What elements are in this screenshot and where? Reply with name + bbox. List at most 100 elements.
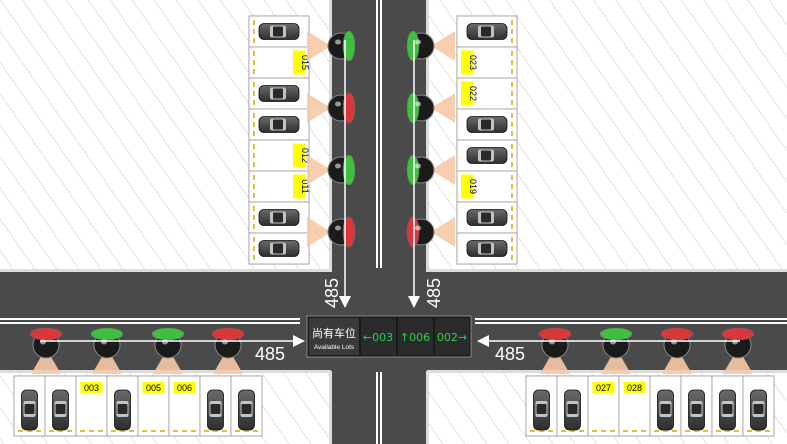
parked-car-icon bbox=[466, 147, 508, 164]
parked-car-icon bbox=[52, 389, 69, 431]
lot-indicators bbox=[29, 30, 755, 374]
svg-text:019: 019 bbox=[468, 179, 478, 194]
indicator-light-icon bbox=[721, 327, 755, 374]
parking-row-bottom-right: 027 028 bbox=[525, 375, 775, 437]
parking-space bbox=[456, 108, 518, 141]
parking-space: 023 bbox=[456, 46, 518, 79]
sign-title-panel bbox=[309, 318, 359, 355]
parking-space bbox=[742, 375, 775, 437]
parked-car-icon bbox=[238, 389, 255, 431]
parked-car-icon bbox=[207, 389, 224, 431]
parking-space bbox=[106, 375, 139, 437]
space-number-label: 011 bbox=[293, 174, 310, 199]
indicator-light-icon bbox=[660, 327, 694, 374]
svg-text:012: 012 bbox=[300, 148, 310, 163]
parking-space bbox=[44, 375, 77, 437]
sign-panel-middle: ↑006 bbox=[400, 331, 430, 344]
cable-label-top-right: 485 bbox=[424, 278, 444, 308]
parking-space bbox=[248, 108, 310, 141]
indicator-light-icon bbox=[307, 216, 356, 248]
cable-label-top-left: 485 bbox=[322, 278, 342, 308]
parked-car-icon bbox=[258, 85, 300, 102]
parking-space: 022 bbox=[456, 77, 518, 110]
parking-space: 015 bbox=[248, 46, 310, 79]
space-number-label: 015 bbox=[293, 50, 310, 75]
svg-text:022: 022 bbox=[468, 86, 478, 101]
indicator-light-icon bbox=[307, 30, 356, 62]
sign-panel-right: 002→ bbox=[437, 331, 467, 344]
parking-space: 019 bbox=[456, 170, 518, 203]
parking-space: 012 bbox=[248, 139, 310, 172]
parking-space: 027 bbox=[587, 375, 620, 437]
svg-text:028: 028 bbox=[627, 383, 642, 393]
sign-title-cn: 尚有车位 bbox=[312, 326, 356, 340]
parking-space bbox=[248, 232, 310, 265]
indicator-light-icon bbox=[307, 92, 356, 124]
parked-car-icon bbox=[533, 389, 550, 431]
parked-car-icon bbox=[657, 389, 674, 431]
parking-space bbox=[248, 201, 310, 234]
indicator-light-icon bbox=[90, 327, 124, 374]
parked-car-icon bbox=[719, 389, 736, 431]
sign-panel-right-bg bbox=[435, 318, 469, 355]
guidance-sign: 尚有车位 Available Lots ←003 ↑006 002→ bbox=[306, 315, 472, 358]
indicator-light-icon bbox=[29, 327, 63, 374]
parking-space bbox=[556, 375, 589, 437]
parking-space: 028 bbox=[618, 375, 651, 437]
svg-text:015: 015 bbox=[300, 55, 310, 70]
parking-space: 006 bbox=[168, 375, 201, 437]
indicator-light-icon bbox=[211, 327, 245, 374]
parking-space bbox=[230, 375, 263, 437]
indicator-light-icon bbox=[151, 327, 185, 374]
parked-car-icon bbox=[114, 389, 131, 431]
parking-space bbox=[248, 15, 310, 48]
parking-space bbox=[649, 375, 682, 437]
parked-car-icon bbox=[258, 240, 300, 257]
space-number-label: 012 bbox=[293, 143, 310, 168]
sign-panel-middle-bg bbox=[398, 318, 433, 355]
parking-space bbox=[248, 77, 310, 110]
svg-text:023: 023 bbox=[468, 55, 478, 70]
indicator-light-icon bbox=[599, 327, 633, 374]
parked-car-icon bbox=[466, 116, 508, 133]
parked-car-icon bbox=[21, 389, 38, 431]
parked-car-icon bbox=[466, 240, 508, 257]
parking-row-bottom-left: 003 005 006 bbox=[13, 375, 263, 437]
space-number-label: 006 bbox=[173, 382, 196, 393]
parking-space: 003 bbox=[75, 375, 108, 437]
sign-panel-left: ←003 bbox=[363, 331, 393, 344]
parking-space bbox=[456, 15, 518, 48]
parked-car-icon bbox=[750, 389, 767, 431]
parking-space bbox=[525, 375, 558, 437]
space-number-label: 003 bbox=[80, 382, 103, 393]
parking-space bbox=[456, 201, 518, 234]
parking-space bbox=[711, 375, 744, 437]
cable-label-left: 485 bbox=[255, 344, 285, 364]
parking-space: 005 bbox=[137, 375, 170, 437]
parked-car-icon bbox=[564, 389, 581, 431]
parked-car-icon bbox=[258, 209, 300, 226]
parking-row-top-right: 023 022 019 bbox=[456, 15, 518, 265]
space-number-label: 027 bbox=[592, 382, 615, 393]
svg-text:006: 006 bbox=[177, 383, 192, 393]
parked-car-icon bbox=[258, 116, 300, 133]
signal-cables bbox=[40, 40, 740, 347]
parked-car-icon bbox=[466, 23, 508, 40]
space-number-label: 023 bbox=[461, 50, 478, 75]
space-number-label: 028 bbox=[623, 382, 646, 393]
space-number-label: 019 bbox=[461, 174, 478, 199]
sign-title-en: Available Lots bbox=[314, 344, 355, 351]
parked-car-icon bbox=[466, 209, 508, 226]
sign-panel-left-bg bbox=[361, 318, 396, 355]
cable-label-right: 485 bbox=[495, 344, 525, 364]
svg-text:011: 011 bbox=[300, 179, 310, 193]
space-number-label: 005 bbox=[142, 382, 165, 393]
parked-car-icon bbox=[688, 389, 705, 431]
parking-space bbox=[456, 139, 518, 172]
parking-space: 011 bbox=[248, 170, 310, 203]
parking-row-top-left: 015 012 011 bbox=[248, 15, 310, 265]
parking-space bbox=[13, 375, 46, 437]
parking-space bbox=[680, 375, 713, 437]
